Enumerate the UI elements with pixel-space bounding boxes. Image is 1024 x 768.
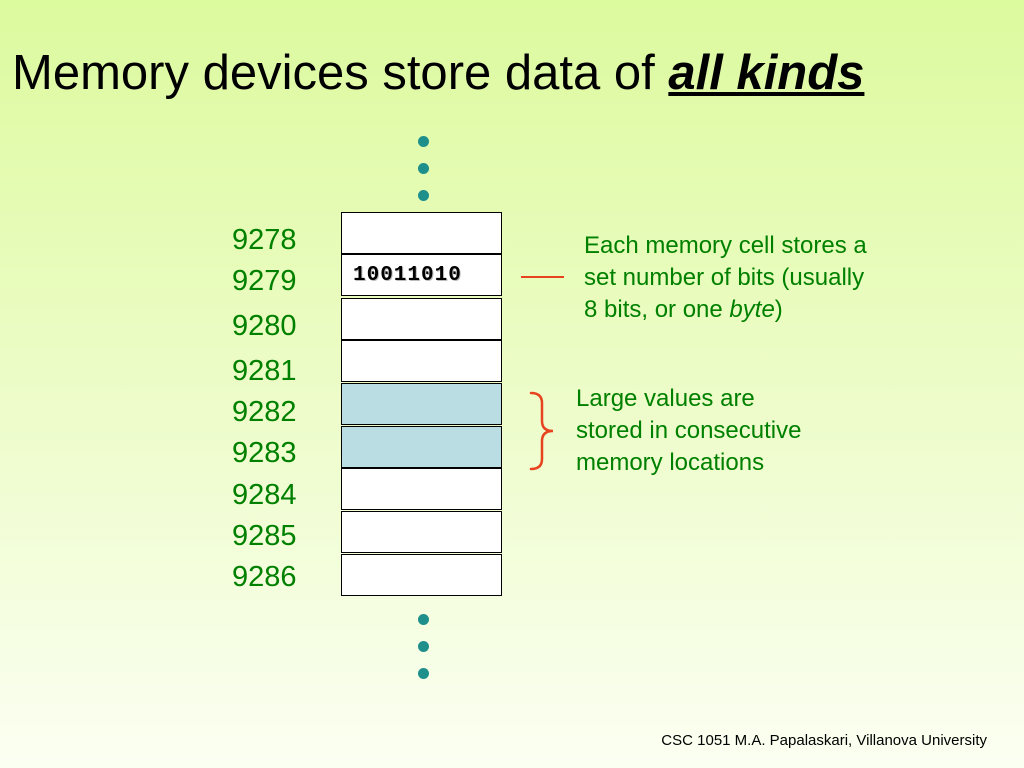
address-label: 9278 [232, 224, 297, 256]
note-line: stored in consecutive [576, 417, 802, 444]
note-emphasis: byte [729, 296, 775, 323]
memory-cell [341, 254, 502, 296]
connector-line [521, 276, 564, 278]
ellipsis-dot-icon [418, 668, 429, 679]
memory-cell [341, 298, 502, 340]
slide-title: Memory devices store data of all kinds [12, 44, 864, 103]
note-text: 8 bits, or one [584, 296, 730, 323]
memory-cell [341, 511, 502, 553]
ellipsis-dot-icon [418, 641, 429, 652]
note-line: 8 bits, or one byte) [584, 294, 867, 326]
note-text: ) [774, 296, 783, 323]
memory-cell-highlighted [341, 426, 502, 468]
note-line: Each memory cell stores a [584, 232, 867, 259]
memory-cell [341, 468, 502, 510]
address-label: 9286 [232, 561, 297, 593]
address-label: 9282 [232, 396, 297, 428]
note-line: Large values are [576, 385, 755, 412]
address-label: 9281 [232, 355, 297, 387]
note-large-values: Large values are stored in consecutive m… [576, 383, 801, 479]
note-cell-size: Each memory cell stores a set number of … [584, 230, 867, 326]
ellipsis-dot-icon [418, 190, 429, 201]
memory-cell-value: 10011010 [353, 264, 462, 287]
memory-cell-highlighted [341, 383, 502, 425]
ellipsis-dot-icon [418, 163, 429, 174]
memory-cell [341, 554, 502, 596]
slide-footer: CSC 1051 M.A. Papalaskari, Villanova Uni… [661, 732, 987, 749]
address-label: 9285 [232, 520, 297, 552]
ellipsis-dot-icon [418, 136, 429, 147]
memory-cell [341, 212, 502, 254]
memory-cell [341, 340, 502, 382]
address-label: 9279 [232, 265, 297, 297]
note-line: set number of bits (usually [584, 264, 865, 291]
title-emphasis: all kinds [668, 46, 865, 100]
address-label: 9284 [232, 479, 297, 511]
address-label: 9283 [232, 437, 297, 469]
ellipsis-dot-icon [418, 614, 429, 625]
address-label: 9280 [232, 310, 297, 342]
title-text: Memory devices store data of [12, 46, 669, 100]
note-line: memory locations [576, 449, 765, 476]
right-curly-brace-icon [529, 391, 554, 471]
